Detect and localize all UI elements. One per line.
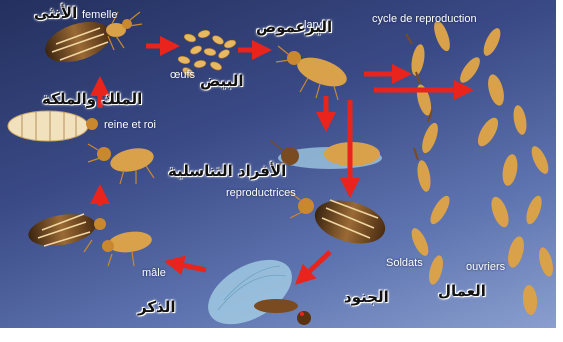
dealate-pair-illustration — [26, 209, 153, 266]
larva-label-ar: اليرعموص — [256, 20, 332, 35]
cycle-title-fr: cycle de reproduction — [372, 14, 477, 25]
workers-label-ar: العمال — [438, 284, 486, 299]
king-queen-label-ar: الملك والملكة — [42, 92, 142, 107]
bottom-border — [0, 328, 563, 342]
queen-termite-illustration — [8, 111, 98, 141]
soldiers-label-fr: Soldats — [386, 258, 423, 269]
male-label-ar: الذكر — [138, 300, 176, 315]
winged-reproductive-illustration — [270, 140, 382, 170]
dealate-female-illustration — [290, 192, 390, 251]
soldiers-illustration — [406, 34, 453, 286]
eggs-label-fr: œufs — [170, 70, 195, 81]
female-label-fr: femelle — [82, 10, 117, 21]
right-border — [556, 0, 563, 342]
male-label-fr: mâle — [142, 268, 166, 279]
workers-label-fr: ouvriers — [466, 262, 505, 273]
larva-illustration — [276, 46, 351, 100]
soldiers-label-ar: الجنود — [344, 290, 389, 305]
king-queen-label-fr: reine et roi — [104, 120, 156, 131]
female-label-ar: الأنثى — [34, 6, 77, 21]
male-termite-illustration — [197, 246, 311, 337]
king-termite-illustration — [88, 144, 156, 184]
reproductives-label-ar: الأفراد التناسلية — [168, 164, 286, 179]
reproductives-label-fr: reproductrices — [226, 188, 296, 199]
eggs-label-ar: البيض — [200, 74, 243, 89]
